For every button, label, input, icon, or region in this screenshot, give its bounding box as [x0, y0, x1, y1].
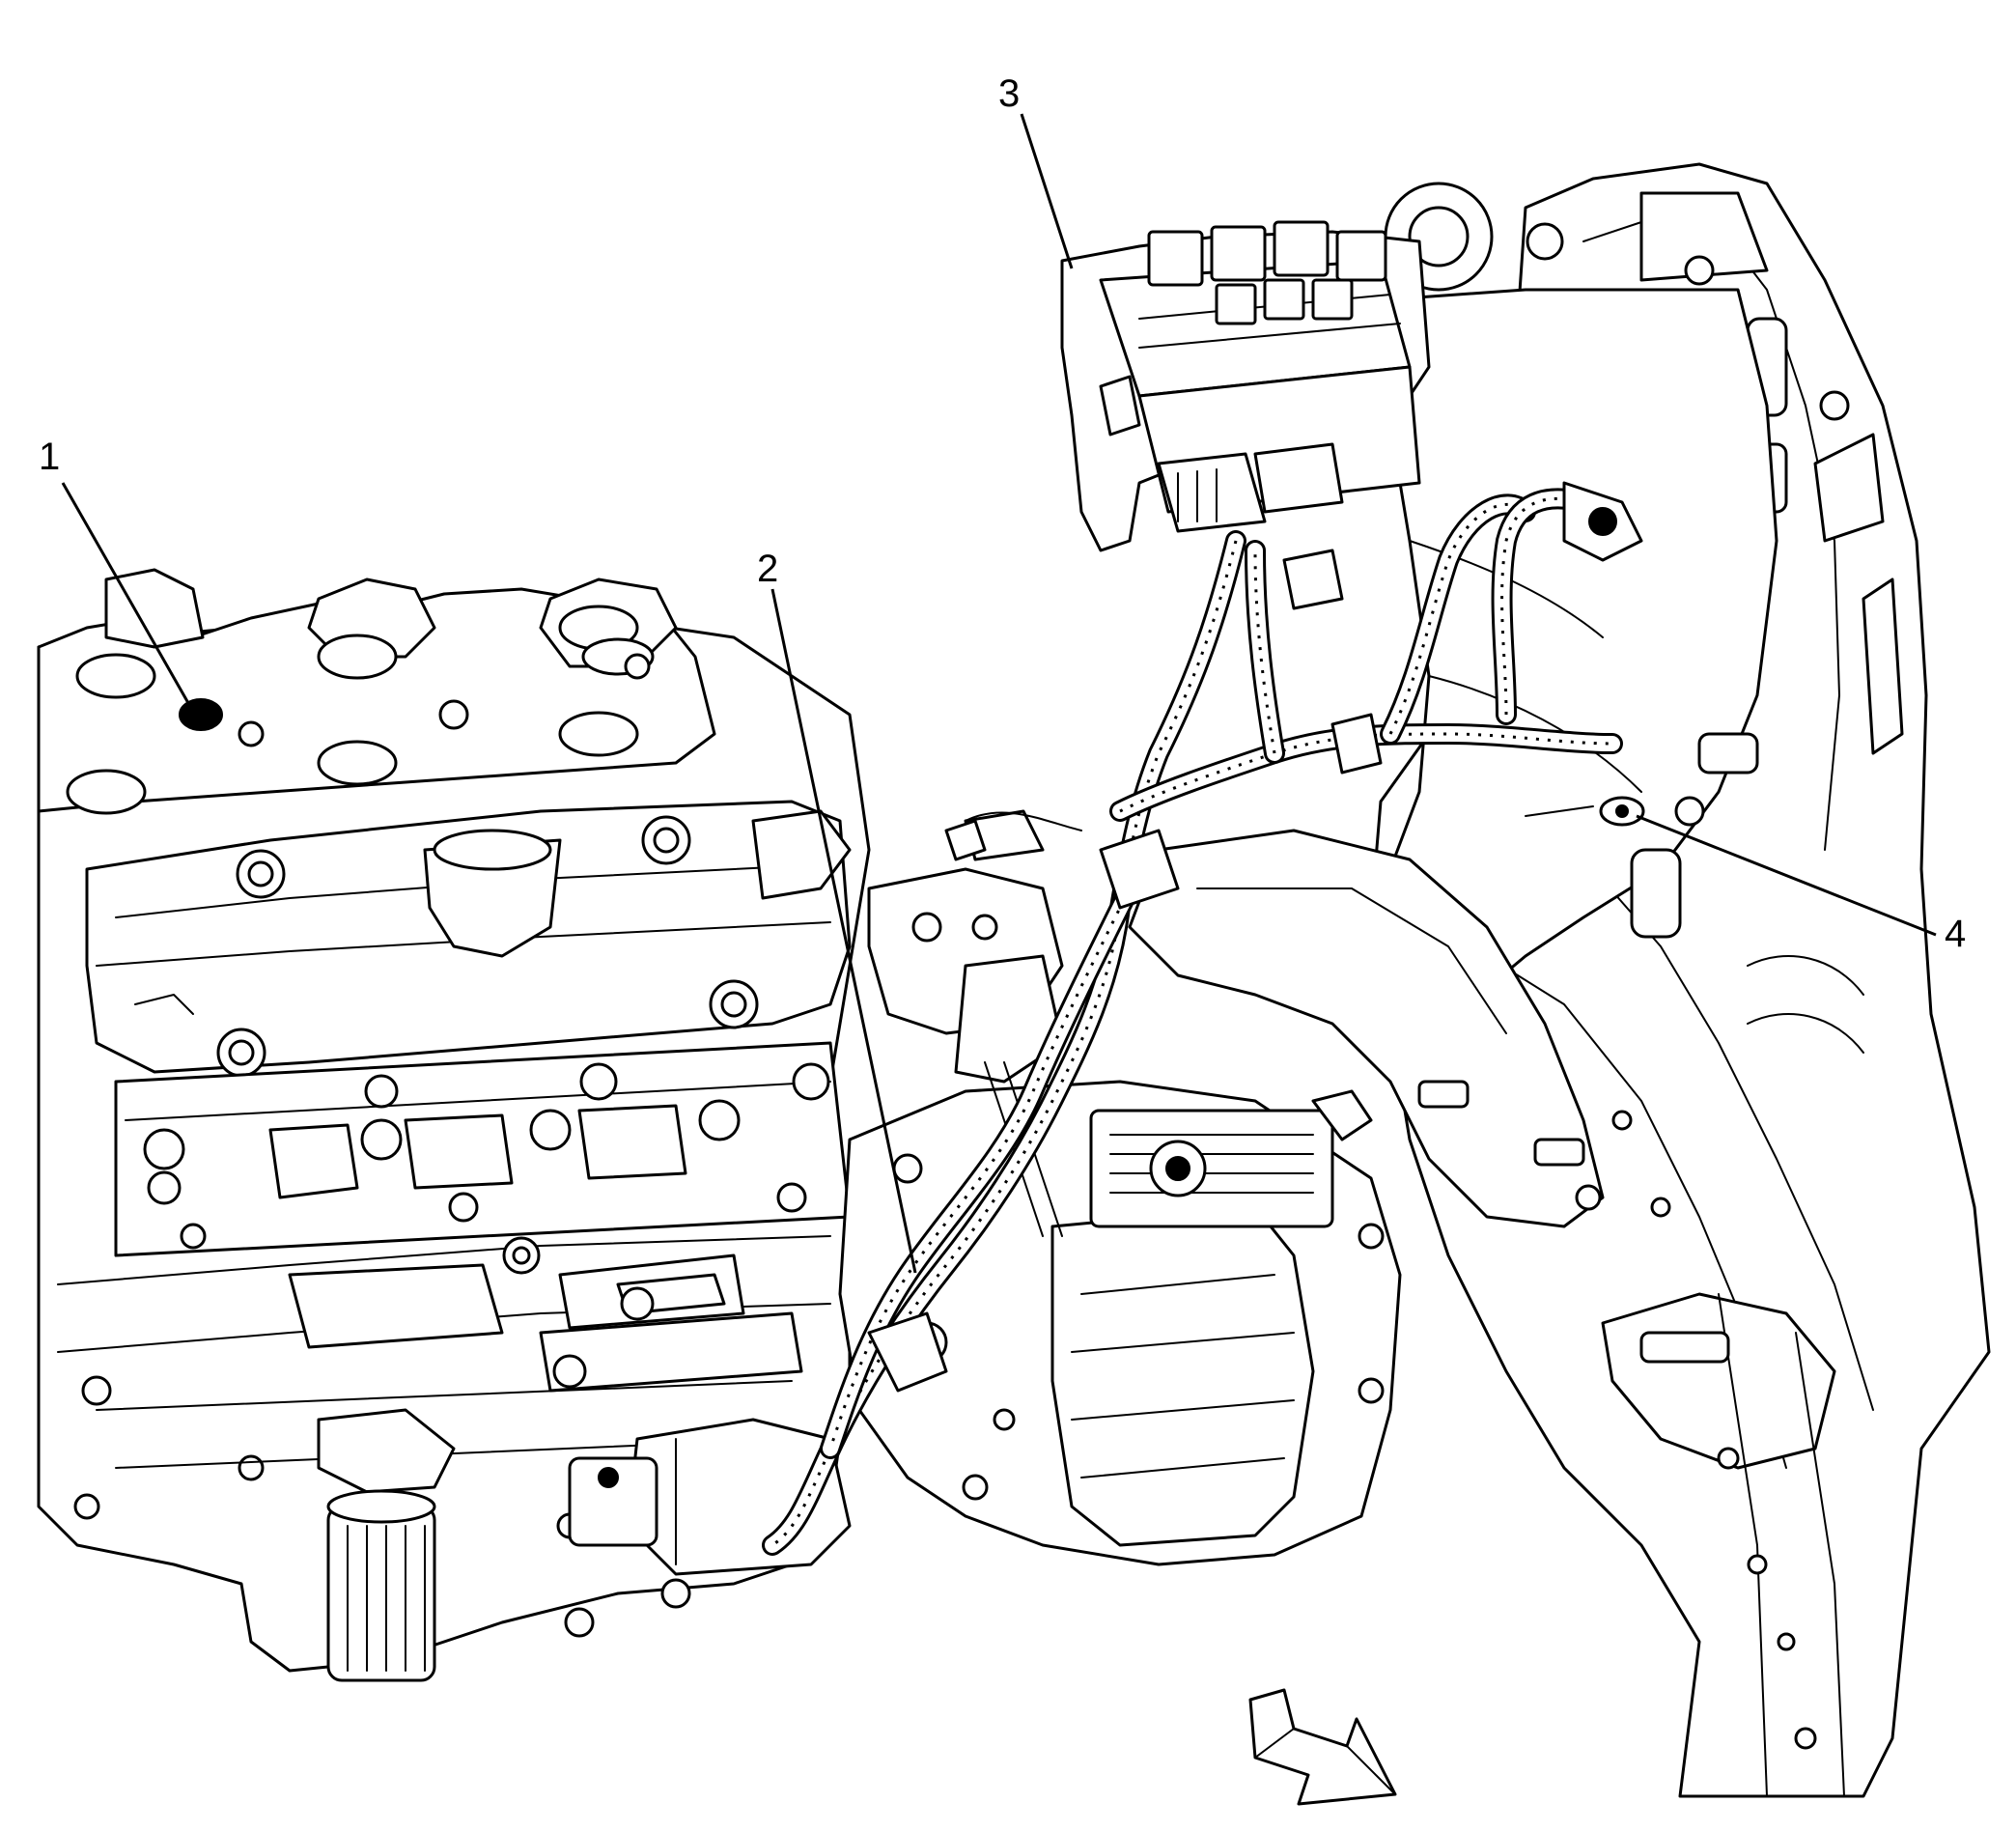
crossmember: [1128, 829, 1605, 1228]
leader-4: [1636, 814, 1937, 937]
engine-block: [37, 568, 871, 1682]
callout-3: 3: [998, 72, 1020, 115]
callout-1: 1: [39, 436, 60, 478]
callout-2: 2: [757, 548, 778, 590]
leader-2: [770, 588, 917, 1274]
leader-1: [61, 482, 190, 704]
inner-fender: [1379, 182, 1850, 1045]
callout-labels: 1 2 3 4: [39, 72, 1966, 955]
callout-4: 4: [1945, 913, 1966, 955]
frame-rail: [1369, 162, 1991, 1798]
wiring-harness: [762, 481, 1645, 1556]
leader-3: [1020, 113, 1074, 269]
callout-leaders: [61, 113, 1937, 1274]
view-direction-arrow-icon: [1248, 1688, 1397, 1806]
underhood-fuse-block: [1060, 220, 1431, 552]
